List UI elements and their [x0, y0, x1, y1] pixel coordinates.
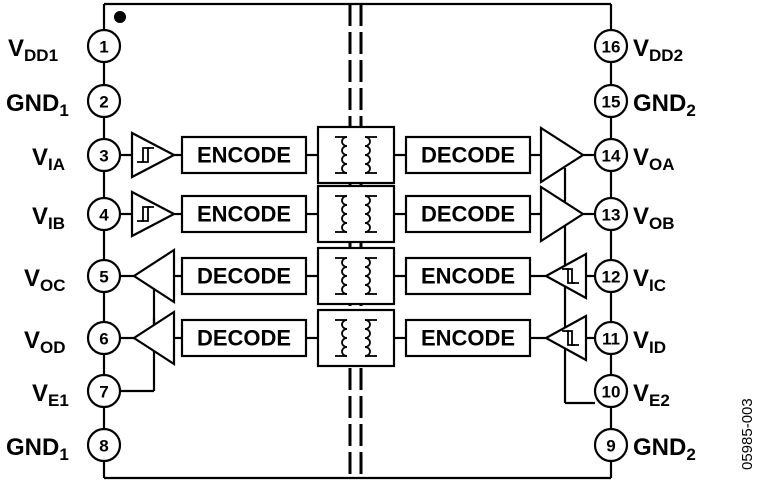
channel-a-left-block: ENCODE: [180, 135, 308, 175]
channel-a-right-block: DECODE: [404, 135, 532, 175]
input-buffer-b-icon: [130, 190, 177, 238]
channel-d-left-block: DECODE: [180, 318, 308, 358]
pin-label: VOB: [633, 203, 675, 233]
channel-d-right-label: ENCODE: [421, 326, 515, 351]
transformer-a-icon: [316, 125, 396, 185]
output-buffer-b-icon: [539, 184, 586, 244]
pin-label: GND2: [633, 90, 696, 120]
pin-number: 2: [99, 93, 108, 112]
pin-label: VID: [633, 327, 666, 357]
pin-number: 4: [99, 206, 109, 225]
pin-number: 5: [99, 268, 108, 287]
channel-b-left-label: ENCODE: [197, 202, 291, 227]
pin-label: GND2: [633, 434, 696, 464]
channel-c-left-label: DECODE: [197, 264, 291, 289]
pin-number: 1: [99, 38, 108, 57]
pin-number: 14: [602, 147, 621, 166]
pin-9: 9 GND2: [593, 427, 696, 464]
pin-12: 12 VIC: [593, 258, 666, 295]
pin-label: VE1: [32, 380, 69, 410]
pin-4: 4 VIB: [32, 196, 122, 233]
pin-14: 14 VOA: [593, 137, 675, 174]
figure-id: 05985-003: [739, 398, 756, 470]
pin-7: 7 VE1: [32, 373, 122, 410]
channel-b-right-label: DECODE: [421, 202, 515, 227]
pin-13: 13 VOB: [593, 196, 675, 233]
pin-6: 6 VOD: [24, 320, 122, 357]
pin-label: GND1: [6, 434, 69, 464]
output-buffer-c-icon: [131, 247, 176, 305]
pin-number: 11: [602, 330, 620, 349]
pin-label: VDD2: [633, 35, 683, 65]
output-buffer-a-icon: [539, 125, 586, 185]
pin-label: VE2: [633, 380, 670, 410]
pin-10: 10 VE2: [593, 373, 670, 410]
pin-3: 3 VIA: [32, 137, 122, 174]
channel-d-right-block: ENCODE: [404, 318, 532, 358]
pin-label: VIB: [32, 203, 65, 233]
channel-b-left-block: ENCODE: [180, 194, 308, 234]
channel-b-right-block: DECODE: [404, 194, 532, 234]
pin-1: 1 VDD1: [8, 28, 122, 65]
transformer-c-icon: [316, 246, 396, 306]
channel-c-right-label: ENCODE: [421, 264, 515, 289]
pin-number: 15: [602, 93, 621, 112]
pin-number: 7: [99, 383, 108, 402]
pin-number: 3: [99, 147, 108, 166]
transformer-d-icon: [316, 308, 396, 368]
channel-a-right-label: DECODE: [421, 143, 515, 168]
pin-number: 13: [602, 206, 621, 225]
pin-label: VOC: [24, 265, 66, 295]
pin-15: 15 GND2: [593, 83, 696, 120]
channel-c-right-block: ENCODE: [404, 256, 532, 296]
input-buffer-a-icon: [130, 131, 177, 179]
pin-label: VIA: [32, 144, 65, 174]
pin-label: VOA: [633, 144, 675, 174]
pin1-indicator-dot: [114, 11, 126, 23]
pin-label: VIC: [633, 265, 666, 295]
channel-d-left-label: DECODE: [197, 326, 291, 351]
pin-label: VOD: [24, 327, 66, 357]
pin-number: 6: [99, 330, 108, 349]
pin-16: 16 VDD2: [593, 28, 683, 65]
pin-number: 8: [99, 437, 108, 456]
input-buffer-d-icon: [543, 314, 588, 362]
pin-number: 10: [602, 383, 621, 402]
pin-label: GND1: [6, 90, 69, 120]
channel-c-left-block: DECODE: [180, 256, 308, 296]
pin-8: 8 GND1: [6, 427, 122, 464]
pin-number: 9: [606, 437, 615, 456]
pin-number: 16: [602, 38, 621, 57]
pin-11: 11 VID: [593, 320, 666, 357]
pin-5: 5 VOC: [24, 258, 122, 295]
pin-label: VDD1: [8, 35, 58, 65]
channel-a-left-label: ENCODE: [197, 143, 291, 168]
pin-number: 12: [602, 268, 621, 287]
output-buffer-d-icon: [131, 309, 176, 367]
input-buffer-c-icon: [543, 252, 588, 300]
transformer-b-icon: [316, 184, 396, 244]
pin-2: 2 GND1: [6, 83, 122, 120]
